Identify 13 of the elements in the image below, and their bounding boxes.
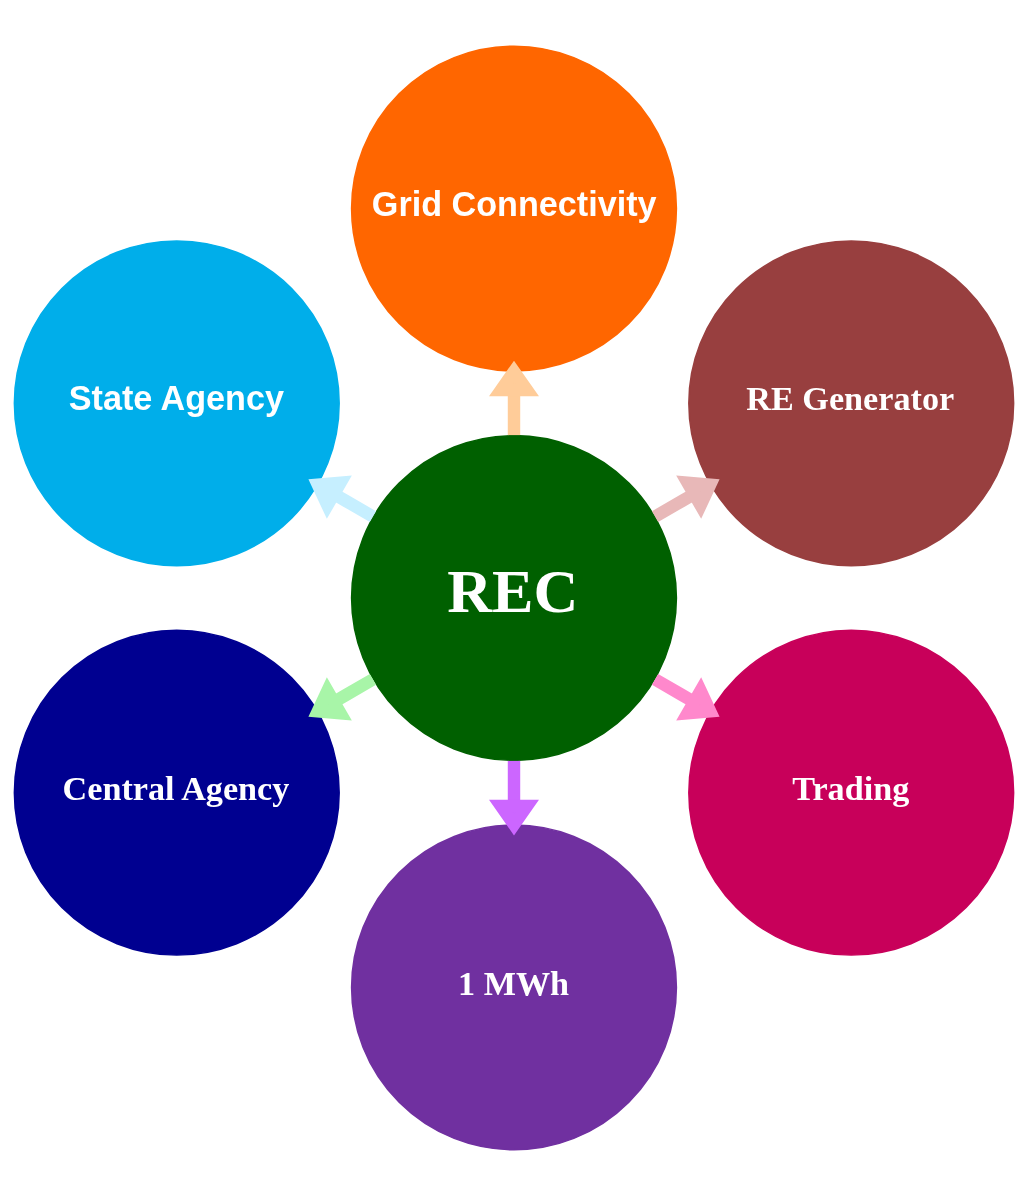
node-circle: State Agency	[13, 239, 340, 566]
node-circle: RE Generator	[688, 239, 1015, 566]
arrow	[489, 760, 539, 835]
arrow	[308, 673, 377, 720]
node-circle: Grid Connectivity	[350, 44, 678, 372]
arrow	[651, 673, 720, 720]
arrow	[489, 360, 539, 435]
arrow	[308, 475, 377, 522]
arrow	[651, 475, 720, 522]
node-circle: Trading	[688, 629, 1015, 956]
node-circle: REC	[350, 434, 678, 761]
node-circle: Central Agency	[13, 629, 340, 956]
node-circle: 1 MWh	[350, 823, 678, 1151]
